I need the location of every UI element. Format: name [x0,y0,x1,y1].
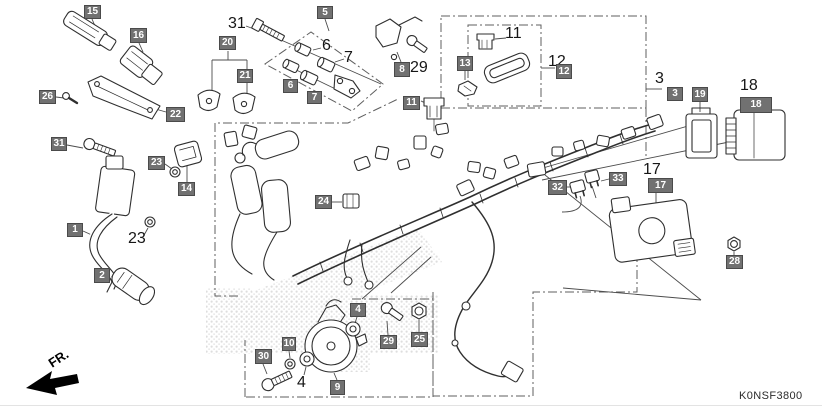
part-badge-33[interactable]: 33 [609,172,627,186]
part-31-bolt-left [83,137,117,157]
part-22-bracket [87,75,161,120]
part-23-nut-upper [169,166,181,178]
part-8-switch [375,16,423,61]
group-box-fusebox-outer [440,15,647,158]
part-badge-7[interactable]: 7 [307,91,322,104]
part-25-nut [411,302,427,320]
part-badge-19[interactable]: 19 [692,87,708,102]
part-number-31: 31 [228,15,246,32]
part-number-3: 3 [655,70,664,87]
part-24-clip [342,193,360,209]
part-badge-6[interactable]: 6 [283,79,298,93]
part-badge-9[interactable]: 9 [330,380,345,395]
part-badge-11[interactable]: 11 [403,96,420,110]
fr-direction-arrow-icon [26,371,79,395]
part-number-29: 29 [410,59,428,76]
part-26-screw [62,92,79,105]
part-29-bolt-lower [380,302,404,322]
part-badge-1[interactable]: 1 [67,223,83,237]
group-box-subharness [432,240,638,397]
part-number-7: 7 [344,49,353,66]
part-12-fuse-puller [483,52,531,84]
part-number-17: 17 [643,161,661,178]
part-16-unit [119,45,163,86]
part-badge-25[interactable]: 25 [411,332,428,347]
part-number-11: 11 [505,25,522,42]
part-badge-24[interactable]: 24 [315,195,332,209]
part-badge-20[interactable]: 20 [219,36,236,50]
part-number-18: 18 [740,77,758,94]
part-17-module [608,196,696,263]
part-11-cap [476,33,495,50]
part-32-fuse [569,179,586,199]
part-badge-13[interactable]: 13 [457,56,473,71]
part-15-unit [63,10,117,51]
diagram-code: K0NSF3800 [739,390,803,402]
part-4-washer-lower [299,351,315,367]
part-14-clamp [173,140,203,168]
part-badge-32[interactable]: 32 [548,180,567,195]
part-18-ecu [725,109,786,161]
part-number-23: 23 [128,230,146,247]
part-badge-4[interactable]: 4 [350,303,366,317]
part-badge-14[interactable]: 14 [178,182,195,196]
part-badge-29[interactable]: 29 [380,335,397,349]
group-box-part5 [264,31,384,112]
part-badge-16[interactable]: 16 [130,28,147,43]
part-badge-8[interactable]: 8 [394,62,410,77]
page-bottom-rule [0,405,822,406]
part-badge-10[interactable]: 10 [282,337,296,351]
part-28-nut [727,236,741,252]
part-badge-15[interactable]: 15 [84,5,101,19]
part-badge-2[interactable]: 2 [94,268,110,283]
part-badge-21[interactable]: 21 [237,69,253,83]
part-2-boot [111,267,156,306]
part-30-bolt [261,370,293,392]
part-number-4: 4 [297,374,306,391]
part-6-collar-b [282,58,300,74]
part-6-collar-a [294,42,312,57]
part-10-washer [284,358,296,370]
part-badge-23[interactable]: 23 [148,156,165,170]
part-badge-18[interactable]: 18 [740,97,772,113]
part-badge-26[interactable]: 26 [39,90,56,104]
part-badge-22[interactable]: 22 [166,107,185,122]
part-21-clamp [232,92,256,115]
part-23-nut-lower [144,216,156,228]
part-9-horn [304,299,368,373]
part-7-collar-b [299,69,319,86]
part-31-bolt-top [251,17,285,42]
part-19-relay-holder [685,107,718,159]
part-13-clip [457,80,478,97]
part-badge-3[interactable]: 3 [667,87,683,101]
part-badge-17[interactable]: 17 [648,178,673,193]
part-number-6: 6 [322,37,331,54]
group-box-horn [244,298,434,398]
part-5-bracket [333,74,361,99]
part-badge-28[interactable]: 28 [726,255,743,269]
part-7-collar-a [316,56,336,73]
main-wire-harness [223,97,664,290]
part-badge-12[interactable]: 12 [556,64,572,79]
part-badge-30[interactable]: 30 [255,349,272,364]
part-4-washer-upper [345,321,361,337]
part-33-fuse [584,169,600,189]
part-20-clamp [197,89,221,112]
part-29-bolt-top [406,34,428,53]
part-badge-31[interactable]: 31 [51,137,67,151]
sub-harness-branch [451,201,524,383]
part-badge-5[interactable]: 5 [317,6,333,19]
